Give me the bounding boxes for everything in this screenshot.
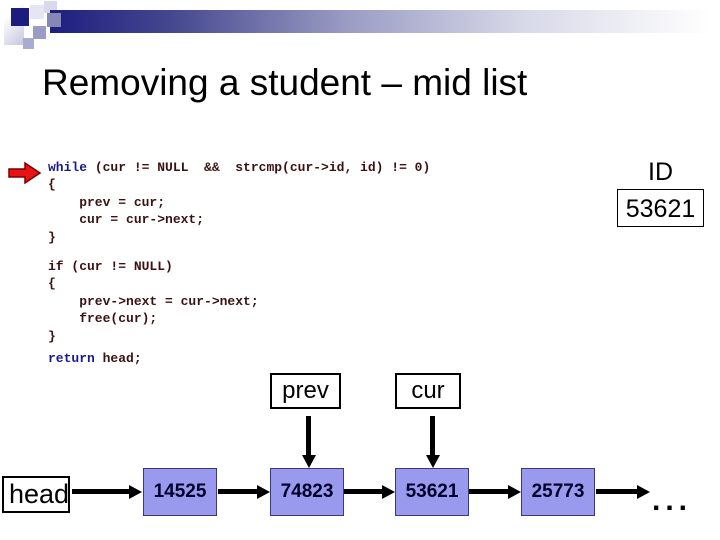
- code-text: }: [48, 229, 56, 245]
- code-text: free(cur);: [48, 311, 158, 327]
- cur-down-arrow-icon: [430, 416, 435, 455]
- code-if-block: if (cur != NULL) { prev->next = cur->nex…: [48, 258, 259, 345]
- deco-square: [30, 5, 44, 19]
- prev-pointer-label: prev: [282, 377, 329, 404]
- node-box: 25773: [521, 468, 595, 516]
- node-value: 53621: [405, 481, 459, 502]
- code-text: prev = cur;: [48, 194, 166, 210]
- id-value: 53621: [625, 195, 696, 223]
- node-box: 74823: [270, 468, 344, 516]
- code-text: prev->next = cur->next;: [48, 293, 259, 309]
- node-value: 14525: [153, 481, 207, 502]
- prev-down-arrow-icon: [306, 416, 311, 455]
- code-text: (cur != NULL && strcmp(cur->id, id) != 0…: [87, 160, 431, 175]
- id-label: ID: [648, 158, 673, 186]
- next-pointer-arrow-icon: [72, 489, 129, 494]
- red-arrow-icon: [8, 161, 42, 185]
- node-box: 53621: [395, 468, 469, 516]
- node-value: 74823: [280, 481, 334, 502]
- code-text: }: [48, 328, 56, 344]
- keyword-while: while: [48, 160, 88, 175]
- next-pointer-arrow-icon: [596, 489, 637, 494]
- code-text: if (cur != NULL): [48, 259, 173, 274]
- code-text: cur = cur->next;: [48, 212, 205, 228]
- node-box: 14525: [143, 468, 217, 516]
- deco-square: [23, 38, 34, 49]
- keyword-return: return: [48, 351, 95, 366]
- code-return-line: return head;: [48, 350, 142, 367]
- header-gradient-bar: [50, 10, 710, 33]
- next-pointer-arrow-icon: [218, 489, 257, 494]
- code-text: {: [48, 276, 56, 292]
- code-while-block: while (cur != NULL && strcmp(cur->id, id…: [48, 159, 430, 246]
- cur-pointer-label: cur: [411, 377, 445, 404]
- next-pointer-arrow-icon: [469, 489, 508, 494]
- red-arrow-shape: [8, 161, 42, 185]
- id-value-box: 53621: [617, 189, 704, 227]
- code-text: head;: [94, 351, 142, 366]
- cur-pointer-box: cur: [395, 373, 461, 409]
- list-ellipsis: ...: [652, 484, 693, 517]
- deco-square: [11, 8, 29, 26]
- head-label: head: [9, 479, 70, 509]
- prev-pointer-box: prev: [270, 373, 341, 409]
- code-text: {: [48, 177, 56, 193]
- deco-square: [33, 26, 46, 39]
- next-pointer-arrow-icon: [344, 489, 382, 494]
- slide-title: Removing a student – mid list: [42, 62, 528, 103]
- deco-square: [47, 13, 61, 27]
- node-value: 25773: [531, 481, 585, 502]
- head-box: head: [2, 476, 70, 513]
